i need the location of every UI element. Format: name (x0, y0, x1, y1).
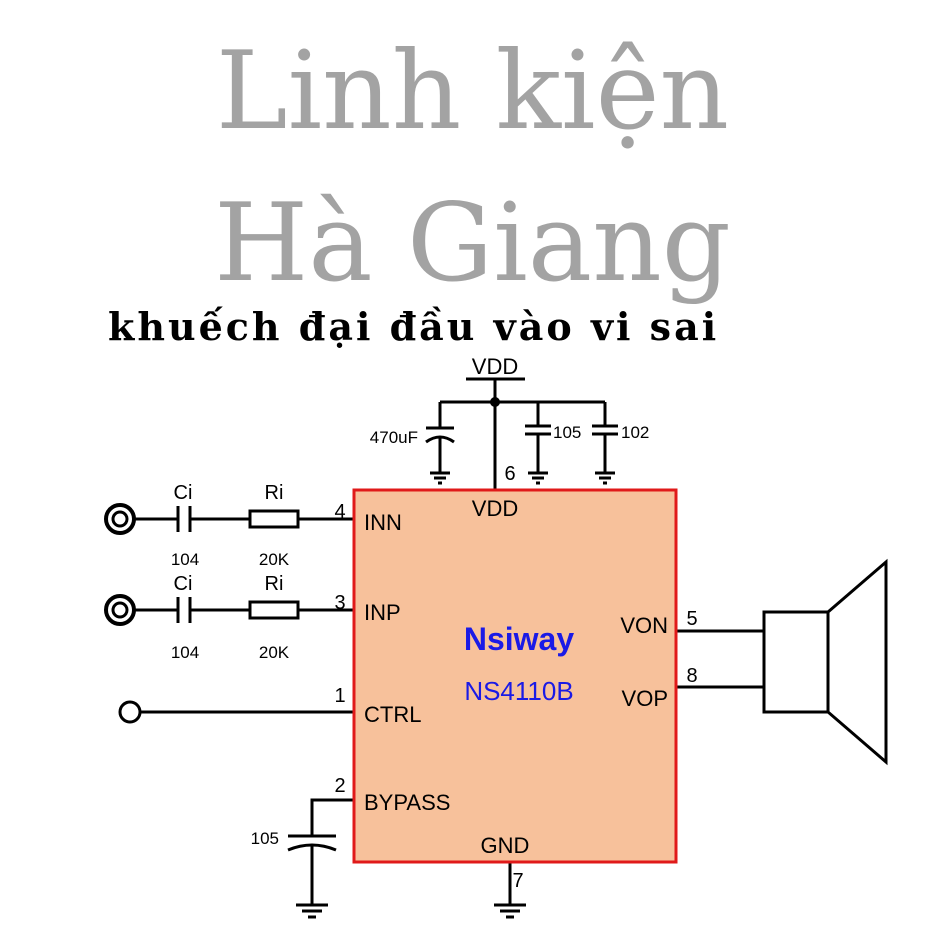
cap-470uf-label: 470uF (370, 428, 418, 447)
input-jack-icon (104, 503, 136, 535)
ground-icon (430, 471, 450, 485)
input-1-res-name: Ri (265, 482, 284, 504)
bypass-cap-label: 105 (251, 829, 279, 848)
pin-number-vop: 8 (686, 665, 697, 687)
input-2-res-value: 20K (259, 643, 290, 662)
ground-icon (528, 471, 548, 485)
input-1-res-value: 20K (259, 550, 290, 569)
resistor-icon (248, 600, 300, 620)
pin-name-vop: VOP (622, 686, 668, 711)
input-2-res-name: Ri (265, 573, 284, 595)
ground-icon (595, 471, 615, 485)
pin-name-vdd: VDD (472, 496, 518, 521)
pin-number-ctrl: 1 (334, 685, 345, 707)
pin-number-inp: 3 (334, 592, 345, 614)
cap-102-label: 102 (621, 423, 649, 442)
capacitor-icon (525, 424, 551, 436)
ground-icon (494, 903, 526, 919)
pin-number-bypass: 2 (334, 775, 345, 797)
pin-number-inn: 4 (334, 501, 345, 523)
capacitor-icon (176, 597, 192, 623)
pin-name-inn: INN (364, 510, 402, 535)
ground-icon (296, 903, 328, 919)
pin-name-ctrl: CTRL (364, 702, 421, 727)
pin-name-von: VON (620, 613, 668, 638)
watermark-line-2: Hà Giang (214, 181, 731, 306)
capacitor-icon (592, 424, 618, 436)
input-2-cap-name: Ci (174, 573, 193, 595)
speaker-icon (762, 558, 888, 766)
vdd-rail-label: VDD (472, 354, 518, 379)
pin-number-vdd: 6 (504, 463, 515, 485)
diagram-subtitle: khuếch đại đầu vào vi sai (108, 304, 720, 349)
pin-name-gnd: GND (481, 833, 530, 858)
capacitor-icon (287, 834, 337, 852)
capacitor-icon (425, 426, 455, 444)
pin-number-von: 5 (686, 608, 697, 630)
pin-number-gnd: 7 (512, 870, 523, 892)
input-2-cap-value: 104 (171, 643, 199, 662)
chip-brand: Nsiway (464, 621, 574, 657)
input-1-cap-name: Ci (174, 482, 193, 504)
amplifier-chip (352, 488, 678, 864)
watermark-line-1: Linh kiện (215, 29, 730, 154)
pin-name-bypass: BYPASS (364, 790, 450, 815)
vdd-junction-dot (490, 397, 500, 407)
pin-name-inp: INP (364, 600, 401, 625)
input-1-cap-value: 104 (171, 550, 199, 569)
resistor-icon (248, 509, 300, 529)
cap-105-label: 105 (553, 423, 581, 442)
chip-part-number: NS4110B (464, 676, 573, 706)
ctrl-terminal-icon (118, 700, 142, 724)
capacitor-icon (176, 506, 192, 532)
input-jack-icon (104, 594, 136, 626)
